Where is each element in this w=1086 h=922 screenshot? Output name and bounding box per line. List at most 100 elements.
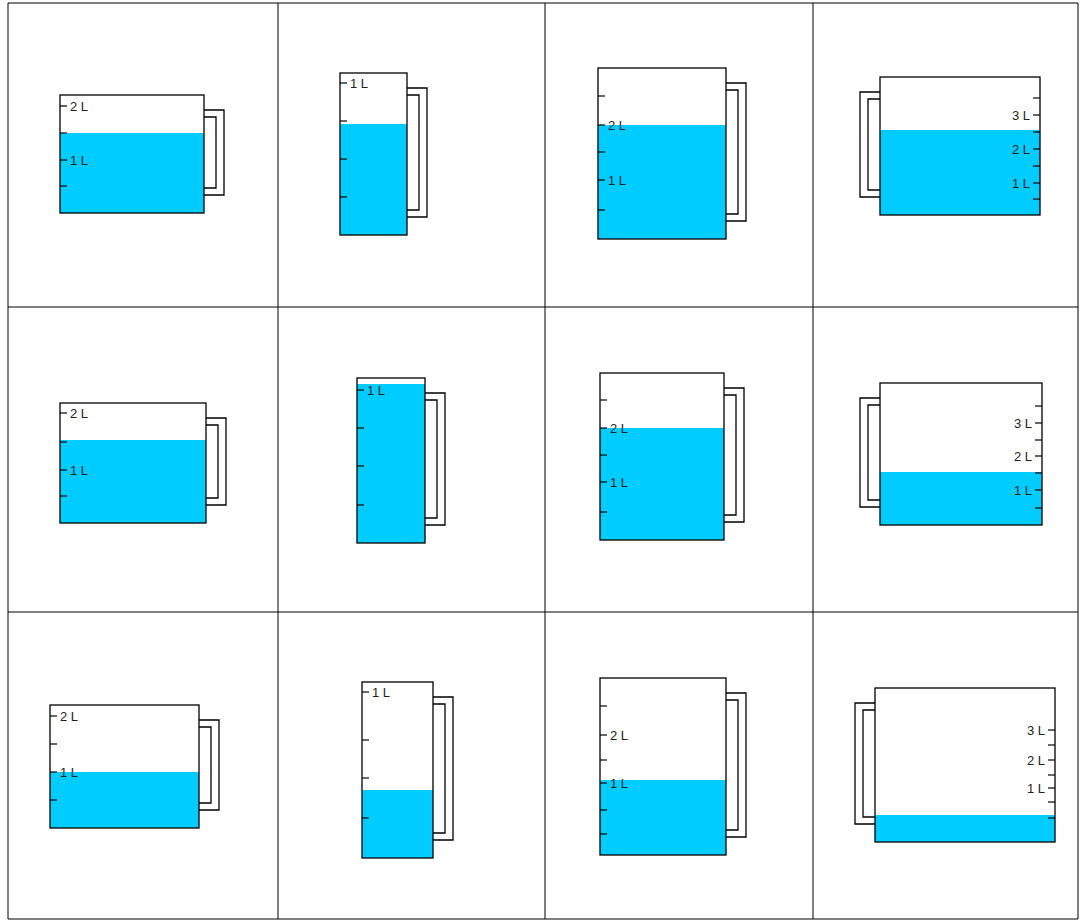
grid-line xyxy=(8,612,1078,613)
jug-body xyxy=(357,378,425,543)
jug-handle xyxy=(855,703,875,824)
scale-tick xyxy=(60,132,67,133)
jug-body xyxy=(340,73,407,235)
scale-tick xyxy=(598,179,605,180)
scale-tick xyxy=(1033,97,1040,98)
grid-line xyxy=(8,307,1078,308)
scale-label: 2 L xyxy=(1027,753,1045,768)
scale-tick xyxy=(600,833,607,834)
scale-tick xyxy=(60,159,67,160)
scale-tick xyxy=(1035,405,1042,406)
jug-handle xyxy=(433,697,453,840)
scale-tick xyxy=(600,427,607,428)
scale-tick xyxy=(357,427,364,428)
scale-label: 1 L xyxy=(610,776,628,791)
water-fill xyxy=(60,440,206,523)
scale-label: 1 L xyxy=(70,463,88,478)
scale-label: 3 L xyxy=(1012,108,1030,123)
scale-tick xyxy=(60,441,67,442)
scale-tick xyxy=(60,469,67,470)
water-fill xyxy=(362,790,433,858)
jug-handle xyxy=(726,693,746,837)
scale-tick xyxy=(1033,148,1040,149)
scale-label: 3 L xyxy=(1027,723,1045,738)
scale-tick xyxy=(600,511,607,512)
water-fill xyxy=(880,130,1040,215)
scale-tick xyxy=(1048,744,1055,745)
jug-body xyxy=(880,77,1040,215)
scale-label: 1 L xyxy=(608,173,626,188)
scale-label: 2 L xyxy=(608,118,626,133)
scale-tick xyxy=(600,734,607,735)
scale-label: 2 L xyxy=(70,99,88,114)
jug-body xyxy=(50,705,199,828)
scale-tick xyxy=(1048,729,1055,730)
jug-handle xyxy=(425,393,445,525)
jug-body xyxy=(600,373,724,540)
scale-tick xyxy=(362,739,369,740)
grid-line xyxy=(8,919,1078,920)
scale-tick xyxy=(340,82,347,83)
scale-label: 1 L xyxy=(1014,483,1032,498)
scale-tick xyxy=(362,817,369,818)
water-fill xyxy=(357,384,425,543)
scale-tick xyxy=(60,105,67,106)
scale-tick xyxy=(340,120,347,121)
water-fill xyxy=(598,125,726,239)
scale-tick xyxy=(340,196,347,197)
scale-tick xyxy=(340,158,347,159)
grid-line xyxy=(813,3,814,919)
scale-tick xyxy=(1033,182,1040,183)
scale-label: 1 L xyxy=(70,153,88,168)
grid-line xyxy=(1078,3,1079,919)
jug-body xyxy=(60,403,206,523)
jug-handle xyxy=(206,418,226,505)
scale-tick xyxy=(60,412,67,413)
scale-label: 2 L xyxy=(1014,449,1032,464)
jug-body xyxy=(60,95,204,213)
water-fill xyxy=(880,472,1042,525)
scale-tick xyxy=(60,495,67,496)
scale-label: 1 L xyxy=(372,685,390,700)
scale-label: 2 L xyxy=(610,728,628,743)
scale-tick xyxy=(1035,439,1042,440)
scale-tick xyxy=(1035,422,1042,423)
water-fill xyxy=(60,133,204,213)
scale-label: 2 L xyxy=(70,406,88,421)
grid-line xyxy=(278,3,279,919)
scale-tick xyxy=(357,465,364,466)
scale-tick xyxy=(600,759,607,760)
scale-tick xyxy=(1035,489,1042,490)
water-fill xyxy=(340,124,407,235)
scale-label: 1 L xyxy=(1012,176,1030,191)
scale-tick xyxy=(362,691,369,692)
jug-body xyxy=(600,678,726,855)
scale-tick xyxy=(600,705,607,706)
scale-tick xyxy=(50,771,57,772)
scale-label: 1 L xyxy=(367,383,385,398)
scale-tick xyxy=(1033,114,1040,115)
jug-handle xyxy=(724,388,744,522)
scale-tick xyxy=(1048,774,1055,775)
water-fill xyxy=(875,815,1055,842)
grid-line xyxy=(545,3,546,919)
scale-tick xyxy=(1035,472,1042,473)
scale-tick xyxy=(1048,759,1055,760)
scale-tick xyxy=(50,715,57,716)
jug-handle xyxy=(860,398,880,507)
scale-tick xyxy=(357,389,364,390)
scale-tick xyxy=(600,399,607,400)
scale-tick xyxy=(1035,507,1042,508)
scale-tick xyxy=(600,809,607,810)
scale-tick xyxy=(600,782,607,783)
jug-handle xyxy=(726,83,746,221)
water-fill xyxy=(600,428,724,540)
scale-tick xyxy=(50,799,57,800)
scale-tick xyxy=(362,777,369,778)
jug-handle xyxy=(204,110,224,195)
scale-label: 1 L xyxy=(610,475,628,490)
scale-tick xyxy=(50,743,57,744)
scale-tick xyxy=(598,209,605,210)
scale-tick xyxy=(1048,787,1055,788)
scale-label: 1 L xyxy=(1027,781,1045,796)
